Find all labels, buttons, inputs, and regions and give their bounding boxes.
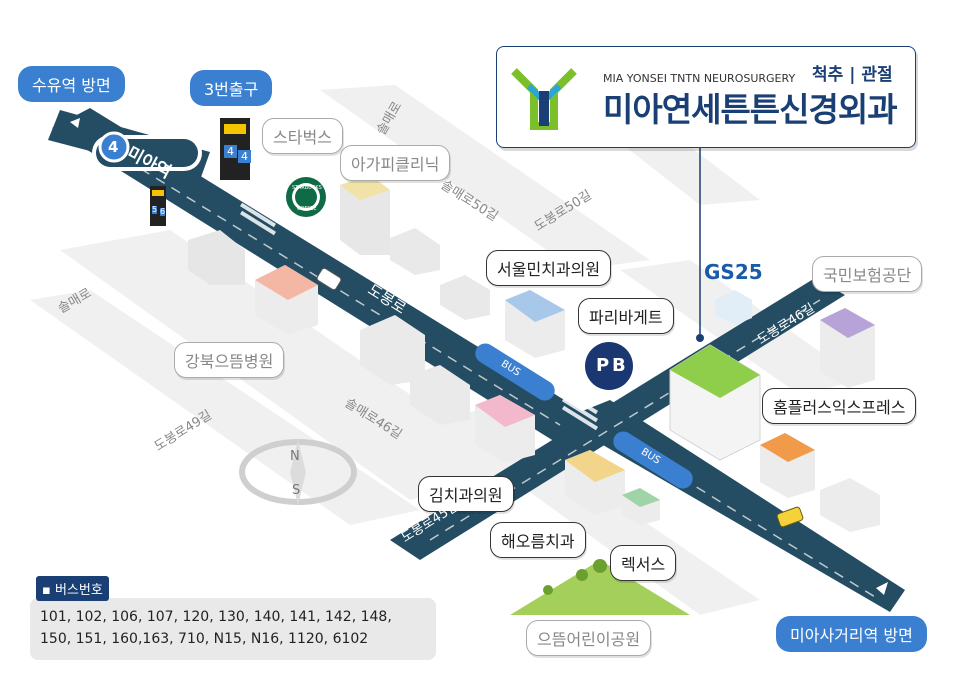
small-sign-number-2: 6	[160, 207, 166, 216]
bus-numbers-title-text: 버스번호	[54, 583, 103, 598]
station-line-number: 4	[108, 138, 119, 156]
clinic-subtitle-en: MIA YONSEI TNTN NEUROSURGERY	[603, 72, 796, 85]
small-exit-sign	[150, 186, 166, 226]
compass	[239, 439, 357, 505]
clinic-specialty: 척추 | 관절	[812, 65, 893, 85]
bus-numbers-line-2: 150, 151, 160,163, 710, N15, N16, 1120, …	[40, 631, 369, 647]
bus-numbers-line-1: 101, 102, 106, 107, 120, 130, 140, 141, …	[40, 609, 392, 625]
compass-south: S	[292, 483, 301, 498]
direction-miasageori: 미아사거리역 방면	[776, 616, 927, 652]
place-homeplus: 홈플러스익스프레스	[762, 388, 917, 424]
park	[510, 559, 690, 615]
exit-sign-number-1: 4	[224, 145, 237, 158]
gs25-logo: GS25	[704, 260, 763, 284]
place-haeoreum-dental: 해오름치과	[490, 522, 586, 558]
place-seoulmin-dental: 서울민치과의원	[486, 250, 612, 286]
place-agapi-clinic: 아가피클리닉	[340, 145, 451, 181]
bus-icon: ▪	[42, 583, 51, 598]
bus-numbers-panel: 101, 102, 106, 107, 120, 130, 140, 141, …	[30, 598, 436, 660]
starbucks-logo-text-2: COFFEE	[297, 206, 317, 212]
starbucks-logo	[286, 177, 326, 217]
station-exit-label: 3번출구	[190, 70, 273, 106]
clinic-name: 미아연세튼튼신경외과	[603, 90, 898, 129]
paris-baguette-logo	[585, 342, 633, 390]
crosswalks	[239, 194, 599, 431]
cars	[316, 267, 804, 528]
place-gangbuk-hospital: 강북으뜸병원	[174, 342, 285, 378]
place-park: 으뜸어린이공원	[526, 620, 652, 656]
place-kim-dental: 김치과의원	[418, 476, 514, 512]
exit-sign-number-2: 4	[238, 150, 251, 163]
paris-logo-p: P	[596, 355, 610, 376]
buildings	[188, 175, 880, 532]
direction-suyu: 수유역 방면	[18, 66, 125, 102]
starbucks-logo-text-1: STARBUCKS	[292, 185, 322, 191]
clinic-logo-card: MIA YONSEI TNTN NEUROSURGERY 척추 | 관절 미아연…	[496, 46, 916, 148]
station-badge	[92, 131, 202, 171]
paris-logo-b: B	[612, 355, 626, 376]
place-nps: 국민보험공단	[812, 256, 923, 292]
place-paris-baguette: 파리바게트	[578, 298, 674, 334]
place-starbucks: 스타벅스	[262, 118, 343, 154]
place-lexus: 렉서스	[610, 545, 677, 581]
clinic-logo-icon	[511, 68, 577, 130]
bus-lanes	[475, 343, 693, 489]
compass-north: N	[290, 449, 300, 464]
bus-numbers-title: ▪ 버스번호	[36, 576, 109, 601]
small-sign-number-1: 5	[152, 205, 158, 214]
